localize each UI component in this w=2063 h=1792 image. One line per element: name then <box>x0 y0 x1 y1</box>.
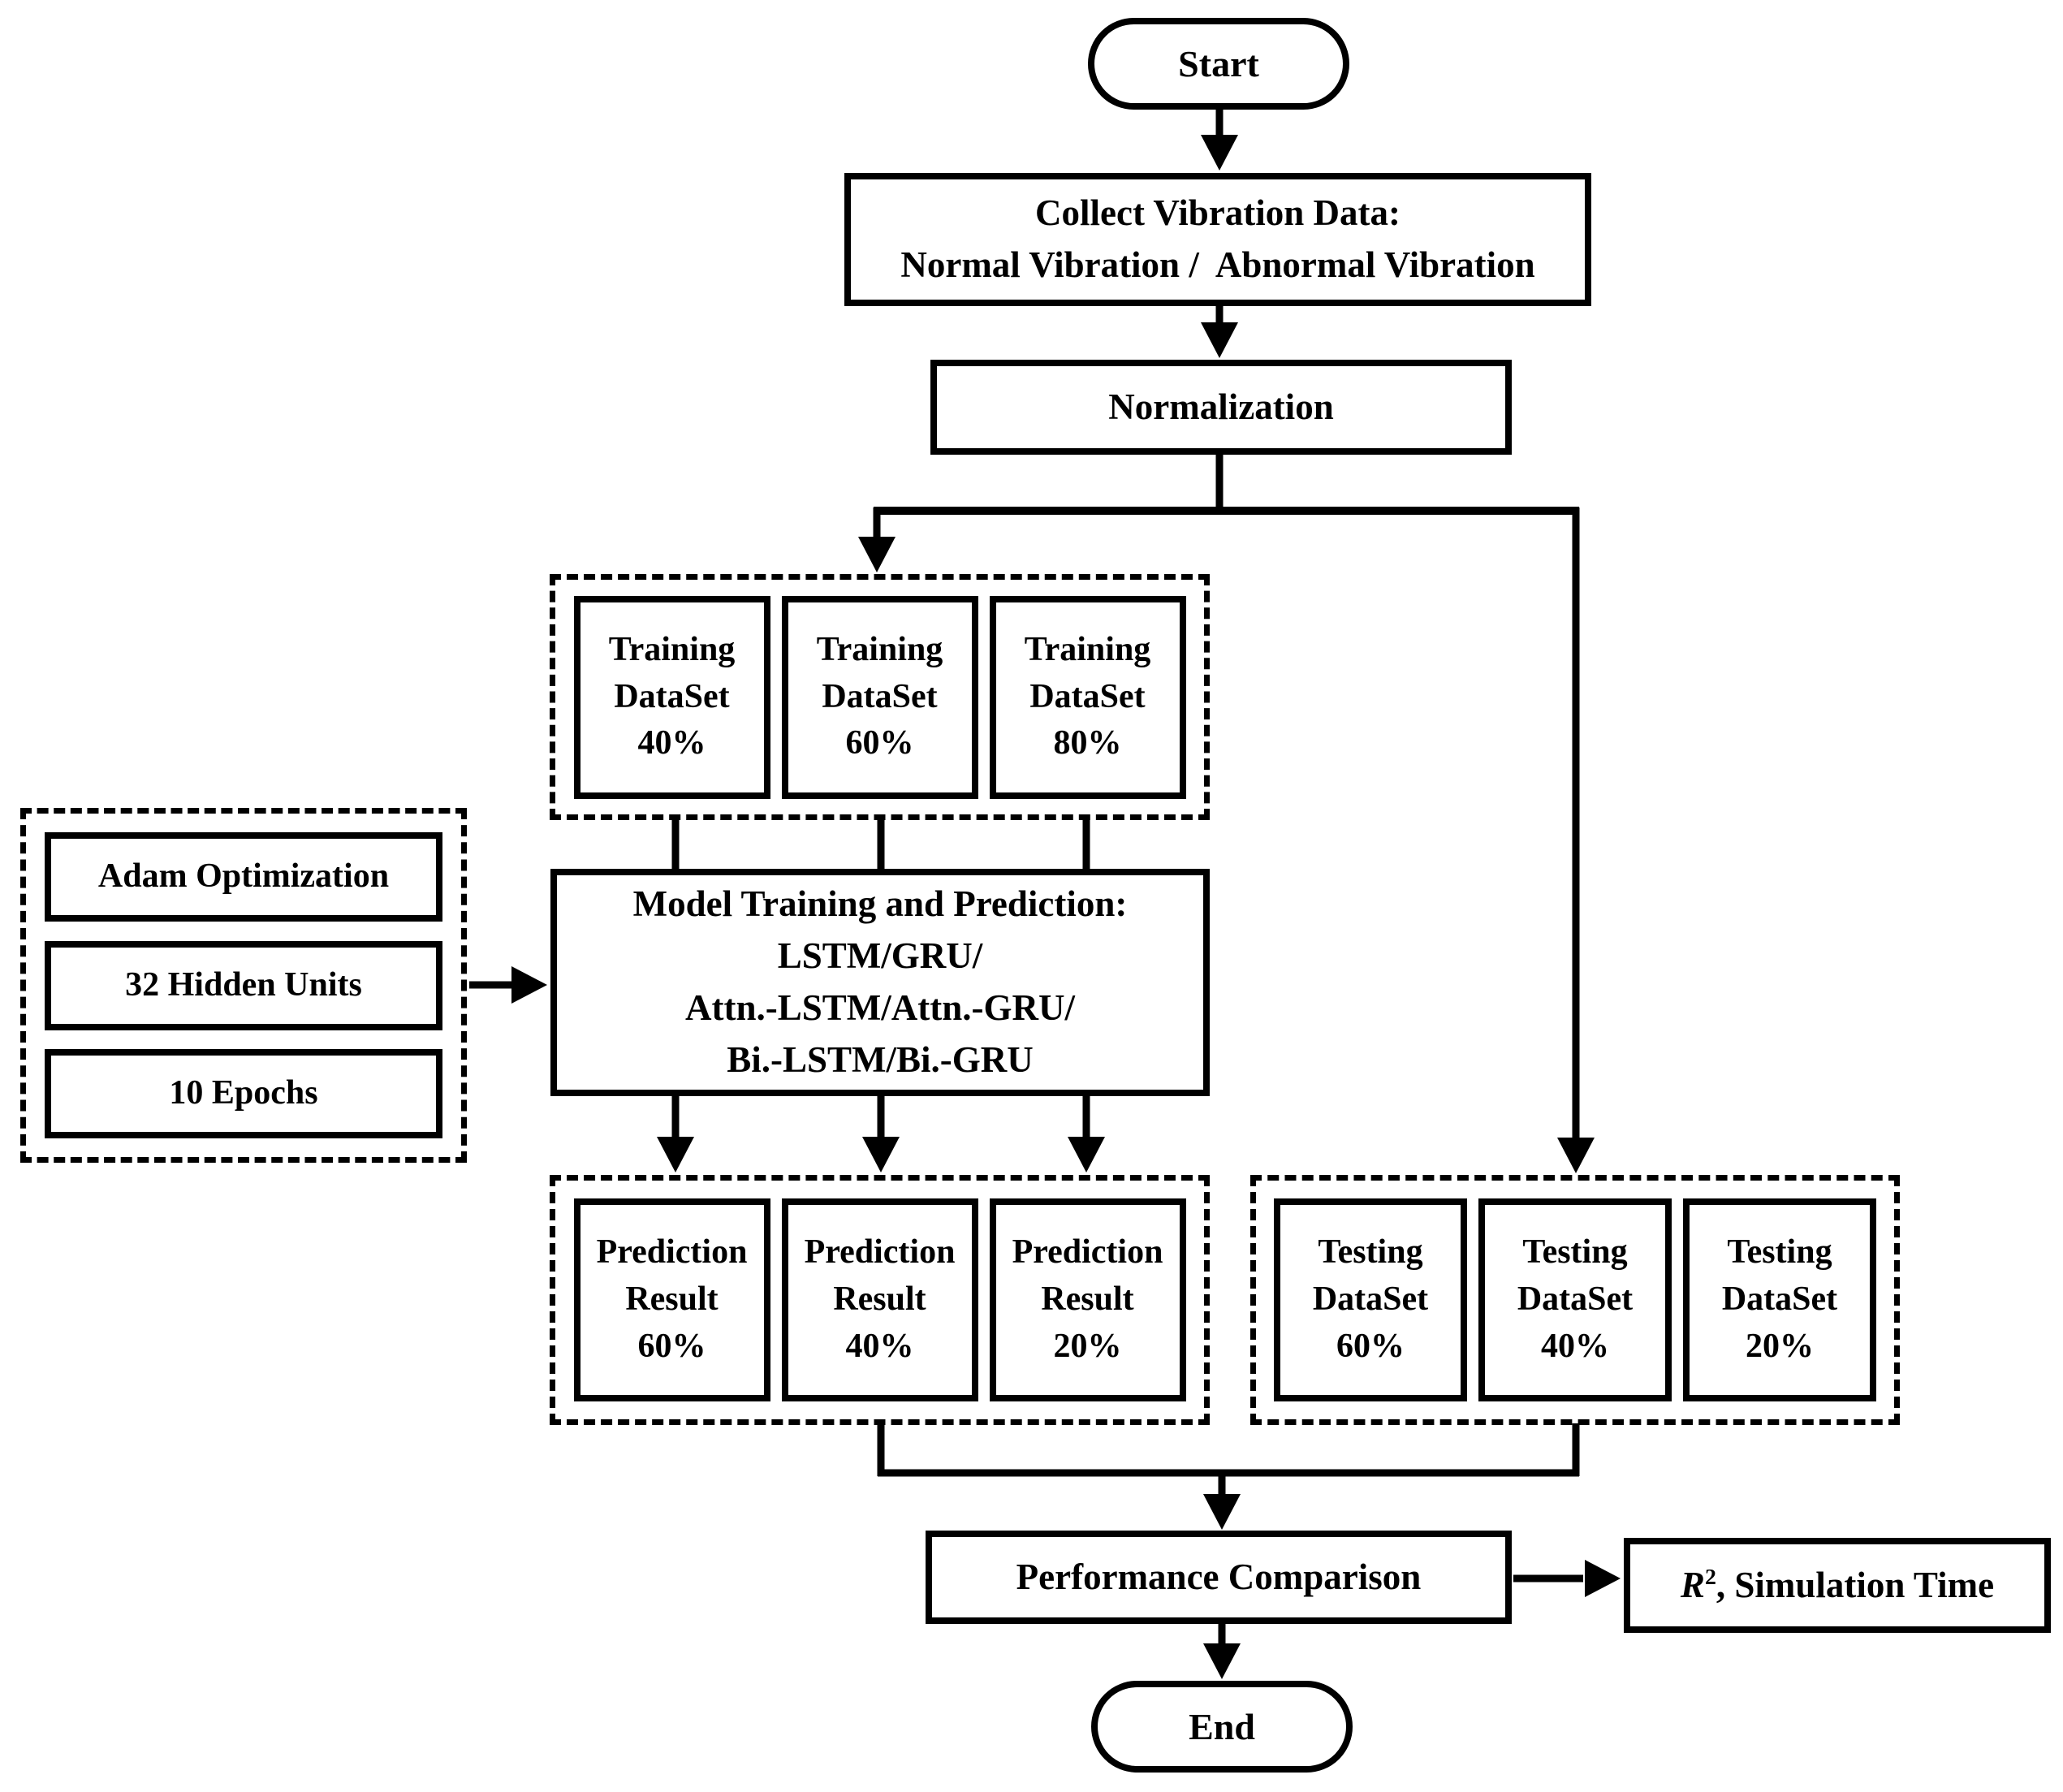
metrics-label: R2, Simulation Time <box>1681 1560 1994 1612</box>
arrowhead-model <box>511 966 547 1004</box>
epochs-box: 10 Epochs <box>45 1048 442 1138</box>
training-dataset-40-box: Training DataSet 40% <box>573 595 770 799</box>
arrowhead-testing-group <box>1557 1138 1595 1173</box>
testing-dataset-20-box: Testing DataSet 20% <box>1683 1198 1876 1401</box>
training-dataset-60-box: Training DataSet 60% <box>781 595 978 799</box>
model-line3: Attn.-LSTM/Attn.-GRU/ <box>685 987 1075 1028</box>
adam-optimization-label: Adam Optimization <box>97 857 390 896</box>
prediction-result-group: Prediction Result 60% Prediction Result … <box>550 1175 1210 1425</box>
training-dataset-80-box: Training DataSet 80% <box>989 595 1186 799</box>
prediction-60-line1: Prediction <box>596 1233 748 1272</box>
prediction-result-20-box: Prediction Result 20% <box>989 1198 1186 1401</box>
arrowhead-performance <box>1203 1494 1241 1530</box>
arrowhead-training-group <box>858 537 896 572</box>
testing-dataset-60-box: Testing DataSet 60% <box>1274 1198 1467 1401</box>
prediction-20-line2: Result <box>1041 1280 1134 1319</box>
training-60-line3: 60% <box>845 724 914 762</box>
prediction-60-line2: Result <box>625 1280 719 1319</box>
normalization-label: Normalization <box>1108 386 1334 427</box>
training-40-line1: Training <box>608 630 736 668</box>
performance-label: Performance Comparison <box>1016 1556 1422 1597</box>
testing-20-line1: Testing <box>1727 1233 1832 1272</box>
r-symbol: R <box>1680 1564 1705 1605</box>
arrowhead-collect <box>1201 135 1238 171</box>
start-label: Start <box>1178 43 1259 84</box>
training-60-line1: Training <box>816 630 943 668</box>
start-terminator: Start <box>1088 18 1349 110</box>
normalization-step: Normalization <box>930 360 1512 455</box>
arrowhead-prediction20 <box>1068 1137 1105 1172</box>
arrowhead-prediction40 <box>862 1137 900 1172</box>
performance-comparison-step: Performance Comparison <box>926 1531 1512 1624</box>
prediction-40-line2: Result <box>833 1280 926 1319</box>
training-40-line2: DataSet <box>614 677 730 715</box>
testing-dataset-40-box: Testing DataSet 40% <box>1478 1198 1672 1401</box>
training-80-line2: DataSet <box>1029 677 1146 715</box>
prediction-20-line3: 20% <box>1053 1327 1122 1365</box>
testing-60-line2: DataSet <box>1312 1280 1429 1319</box>
collect-line2: Normal Vibration / Abnormal Vibration <box>900 244 1535 285</box>
hidden-units-label: 32 Hidden Units <box>125 965 362 1004</box>
metrics-suffix: , Simulation Time <box>1716 1564 1995 1605</box>
model-line4: Bi.-LSTM/Bi.-GRU <box>727 1038 1034 1080</box>
testing-40-line1: Testing <box>1522 1233 1628 1272</box>
training-80-line1: Training <box>1024 630 1151 668</box>
prediction-60-line3: 60% <box>637 1327 706 1365</box>
testing-20-line3: 20% <box>1746 1327 1814 1365</box>
hyperparameter-group: Adam Optimization 32 Hidden Units 10 Epo… <box>20 808 467 1163</box>
training-dataset-group: Training DataSet 40% Training DataSet 60… <box>550 574 1210 820</box>
training-60-line2: DataSet <box>822 677 938 715</box>
testing-40-line2: DataSet <box>1517 1280 1634 1319</box>
arrowhead-prediction60 <box>657 1137 694 1172</box>
testing-dataset-group: Testing DataSet 60% Testing DataSet 40% … <box>1250 1175 1900 1425</box>
model-line1: Model Training and Prediction: <box>632 883 1128 925</box>
testing-60-line3: 60% <box>1336 1327 1405 1365</box>
model-training-step: Model Training and Prediction: LSTM/GRU/… <box>550 869 1210 1096</box>
r-exponent: 2 <box>1704 1564 1716 1590</box>
collect-data-step: Collect Vibration Data: Normal Vibration… <box>844 173 1591 306</box>
end-label: End <box>1189 1706 1255 1747</box>
collect-line1: Collect Vibration Data: <box>1035 192 1401 234</box>
arrowhead-metrics <box>1585 1560 1621 1597</box>
metrics-box: R2, Simulation Time <box>1624 1538 2051 1633</box>
adam-optimization-box: Adam Optimization <box>45 832 442 922</box>
arrowhead-end <box>1203 1643 1241 1679</box>
end-terminator: End <box>1091 1681 1353 1773</box>
model-line2: LSTM/GRU/ <box>777 935 983 977</box>
hidden-units-box: 32 Hidden Units <box>45 940 442 1030</box>
prediction-result-40-box: Prediction Result 40% <box>781 1198 978 1401</box>
prediction-result-60-box: Prediction Result 60% <box>573 1198 770 1401</box>
epochs-label: 10 Epochs <box>169 1073 318 1112</box>
testing-40-line3: 40% <box>1541 1327 1609 1365</box>
prediction-20-line1: Prediction <box>1012 1233 1163 1272</box>
testing-20-line2: DataSet <box>1721 1280 1838 1319</box>
prediction-40-line1: Prediction <box>804 1233 956 1272</box>
training-80-line3: 80% <box>1053 724 1122 762</box>
testing-60-line1: Testing <box>1318 1233 1423 1272</box>
training-40-line3: 40% <box>637 724 706 762</box>
prediction-40-line3: 40% <box>845 1327 914 1365</box>
arrowhead-normalization <box>1201 322 1238 358</box>
